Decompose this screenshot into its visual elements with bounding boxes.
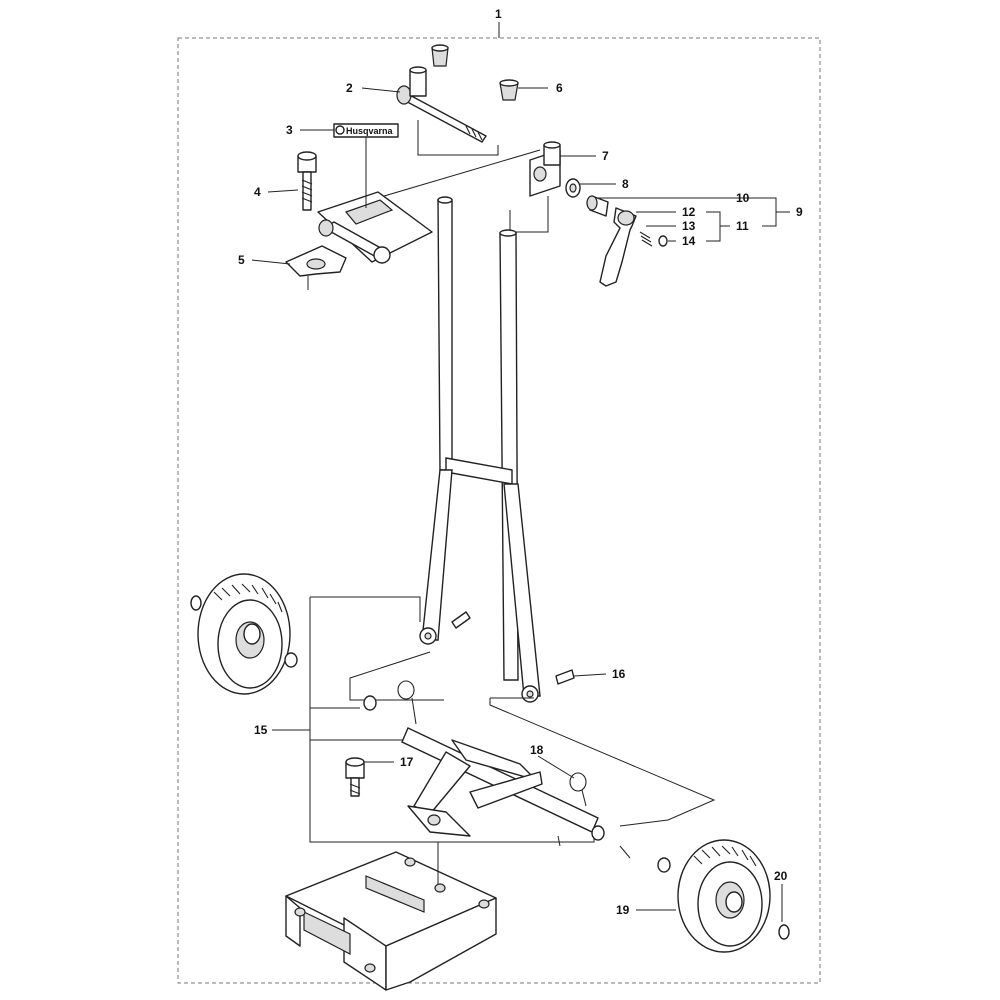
part-6-cap <box>499 79 519 101</box>
callout-15: 15 <box>254 723 268 737</box>
part-15-washer-left <box>363 695 377 711</box>
callout-5: 5 <box>238 253 245 267</box>
part-3-label: Husqvarna <box>333 123 399 138</box>
callout-18: 18 <box>530 743 544 757</box>
callout-19: 19 <box>616 903 630 917</box>
callout-leaders <box>251 87 790 922</box>
part-4-bolt <box>297 151 317 211</box>
part-wheel-left-washer <box>190 595 202 611</box>
part-5-bracket <box>285 191 433 290</box>
part-2-pin <box>396 66 487 143</box>
part-14-washer <box>658 235 668 247</box>
part-wheel-right-washer-inner <box>657 857 671 873</box>
part-17-bolt <box>345 757 365 797</box>
part-18-pin-left <box>397 680 417 725</box>
part-15-washer-right <box>591 825 605 841</box>
callout-4: 4 <box>254 185 261 199</box>
callout-12: 12 <box>682 205 696 219</box>
brand-label: Husqvarna <box>346 126 394 136</box>
callout-8: 8 <box>622 177 629 191</box>
callout-17: 17 <box>400 755 414 769</box>
part-bolt-upper <box>451 611 471 629</box>
part-cap-top <box>431 44 449 67</box>
part-7-clamp <box>529 141 561 197</box>
part-11-lever-handle <box>599 207 637 287</box>
part-wheel-left-washer-inner <box>284 652 298 668</box>
callout-9: 9 <box>796 205 803 219</box>
frame-leg-left <box>421 469 453 641</box>
part-8-washer-hole <box>569 183 577 193</box>
callout-7: 7 <box>602 149 609 163</box>
part-15-axle-base <box>401 727 599 837</box>
callout-11: 11 <box>736 219 749 233</box>
frame-leg-right <box>503 483 541 697</box>
part-10-bushing <box>586 195 609 217</box>
part-16-bolt <box>555 669 575 685</box>
callout-10: 10 <box>736 191 750 205</box>
base-plate-assembly <box>285 842 497 991</box>
callout-3: 3 <box>286 123 293 137</box>
part-20-washer <box>778 924 790 940</box>
part-13-screw <box>639 231 653 247</box>
frame-tube-left <box>437 196 453 471</box>
callout-13: 13 <box>682 219 696 233</box>
callout-16: 16 <box>612 667 626 681</box>
wheel-left <box>197 573 291 695</box>
callout-14: 14 <box>682 234 696 248</box>
callout-20: 20 <box>774 869 788 883</box>
guide-line-top <box>329 120 549 233</box>
callout-1: 1 <box>495 7 502 21</box>
part-18-pin-right <box>569 772 587 807</box>
frame-tube-right <box>499 229 519 681</box>
assembly-frame <box>177 37 821 984</box>
callout-2: 2 <box>346 81 353 95</box>
wheel-right <box>677 839 771 953</box>
callout-6: 6 <box>556 81 563 95</box>
